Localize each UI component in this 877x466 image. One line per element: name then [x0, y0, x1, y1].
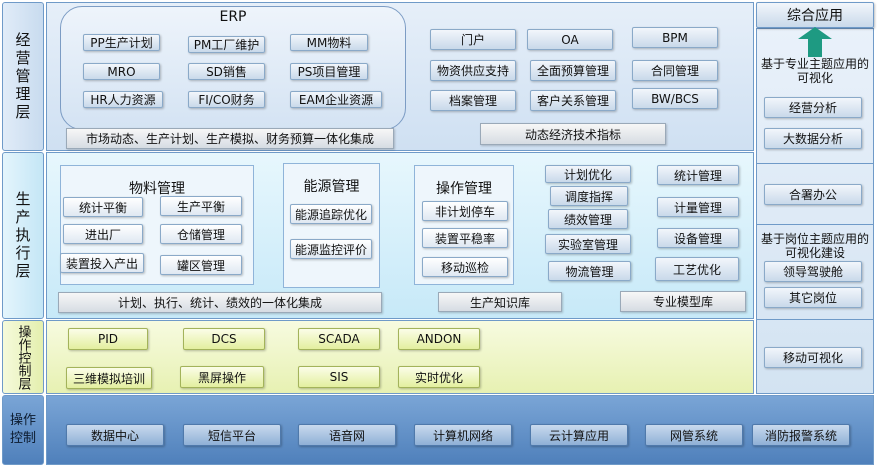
operation-item-mobile-inspection[interactable]: 移动巡检: [422, 257, 508, 277]
control-item-3d-training[interactable]: 三维模拟培训: [66, 367, 152, 389]
materials-title: 物料管理: [129, 181, 185, 197]
production-app-performance[interactable]: 绩效管理: [548, 209, 628, 229]
side-header: 综合应用: [756, 2, 874, 28]
erp-module-eam[interactable]: EAM企业资源: [290, 91, 382, 108]
side-mobile-viz[interactable]: 移动可视化: [764, 347, 862, 368]
erp-module-pm[interactable]: PM工厂维护: [188, 36, 265, 53]
erp-module-hr[interactable]: HR人力资源: [83, 91, 163, 108]
operation-mgmt-title: 操作管理: [436, 181, 492, 197]
operations-app-archive[interactable]: 档案管理: [430, 90, 516, 111]
production-app-process-optimization[interactable]: 工艺优化: [655, 257, 739, 281]
side-divider-2: [756, 224, 874, 225]
operations-app-contract[interactable]: 合同管理: [632, 60, 718, 81]
economic-indicators-strip: 动态经济技术指标: [480, 123, 666, 145]
production-app-laboratory[interactable]: 实验室管理: [545, 234, 631, 254]
operations-app-portal[interactable]: 门户: [430, 29, 516, 50]
control-item-scada[interactable]: SCADA: [298, 328, 380, 350]
infra-item-data-center[interactable]: 数据中心: [66, 424, 164, 446]
operation-item-stability[interactable]: 装置平稳率: [422, 228, 508, 248]
side-other-roles[interactable]: 其它岗位: [764, 287, 862, 308]
production-app-equipment[interactable]: 设备管理: [657, 228, 739, 248]
infra-item-network-management[interactable]: 网管系统: [645, 424, 743, 446]
production-app-statistics[interactable]: 统计管理: [657, 165, 739, 185]
operations-integration-strip: 市场动态、生产计划、生产模拟、财务预算一体化集成: [66, 128, 394, 149]
erp-module-mro[interactable]: MRO: [83, 63, 160, 80]
erp-title: ERP: [219, 9, 247, 25]
infra-item-sms[interactable]: 短信平台: [183, 424, 281, 446]
control-item-pid[interactable]: PID: [68, 328, 148, 350]
infra-item-voice[interactable]: 语音网: [298, 424, 396, 446]
materials-item-storage[interactable]: 仓储管理: [160, 224, 242, 244]
side-business-analysis[interactable]: 经营分析: [764, 97, 862, 118]
side-big-data[interactable]: 大数据分析: [764, 128, 862, 149]
side-topic-viz-text: 基于专业主题应用的可视化: [760, 57, 869, 85]
materials-item-statistics[interactable]: 统计平衡: [63, 197, 143, 217]
operation-item-unplanned-stop[interactable]: 非计划停车: [422, 201, 508, 221]
operations-app-material-supply[interactable]: 物资供应支持: [430, 60, 516, 81]
infra-item-cloud[interactable]: 云计算应用: [530, 424, 628, 446]
side-divider-1: [756, 163, 874, 164]
control-item-dcs[interactable]: DCS: [183, 328, 265, 350]
control-item-andon[interactable]: ANDON: [398, 328, 480, 350]
side-role-viz-text: 基于岗位主题应用的可视化建设: [760, 232, 869, 260]
operations-app-budget[interactable]: 全面预算管理: [530, 60, 616, 81]
up-arrow-icon: [798, 27, 832, 57]
infra-item-fire-alarm[interactable]: 消防报警系统: [752, 424, 850, 446]
erp-module-mm[interactable]: MM物料: [290, 34, 368, 51]
operations-app-bpm[interactable]: BPM: [632, 27, 718, 48]
production-app-metering[interactable]: 计量管理: [657, 197, 739, 217]
layer-label-control: 操作控制层: [2, 320, 44, 394]
materials-item-io-output[interactable]: 装置投入产出: [60, 253, 144, 273]
knowledge-base-strip: 生产知识库: [438, 292, 562, 312]
model-library-strip: 专业模型库: [620, 291, 746, 312]
production-app-plan-optimization[interactable]: 计划优化: [545, 165, 631, 183]
materials-item-production-balance[interactable]: 生产平衡: [160, 196, 242, 216]
infra-item-computer-network[interactable]: 计算机网络: [414, 424, 512, 446]
erp-module-sd[interactable]: SD销售: [188, 63, 265, 80]
side-divider-3: [756, 319, 874, 320]
control-item-sis[interactable]: SIS: [298, 366, 380, 388]
materials-item-in-out[interactable]: 进出厂: [63, 224, 143, 244]
energy-panel: [283, 163, 380, 288]
operations-app-bwbcs[interactable]: BW/BCS: [632, 88, 718, 109]
production-app-dispatch[interactable]: 调度指挥: [550, 186, 628, 206]
control-item-blackscreen[interactable]: 黑屏操作: [180, 366, 264, 388]
materials-item-tank-area[interactable]: 罐区管理: [160, 255, 242, 275]
control-item-realtime-optimization[interactable]: 实时优化: [398, 366, 480, 388]
side-leader-cockpit[interactable]: 领导驾驶舱: [764, 261, 862, 282]
erp-module-ps[interactable]: PS项目管理: [290, 63, 368, 80]
production-app-logistics[interactable]: 物流管理: [548, 261, 631, 281]
energy-title: 能源管理: [303, 179, 360, 195]
operations-app-oa[interactable]: OA: [527, 29, 613, 50]
layer-label-infrastructure: 操作控制: [2, 395, 44, 465]
energy-item-monitoring[interactable]: 能源监控评价: [290, 239, 372, 259]
layer-label-production: 生产执行层: [2, 152, 44, 319]
erp-module-fico[interactable]: FI/CO财务: [188, 91, 265, 108]
erp-module-pp[interactable]: PP生产计划: [83, 34, 160, 51]
side-joint-office[interactable]: 合署办公: [764, 184, 862, 205]
layer-label-operations: 经营管理层: [2, 2, 44, 151]
production-integration-strip: 计划、执行、统计、绩效的一体化集成: [58, 292, 382, 313]
operations-app-crm[interactable]: 客户关系管理: [530, 90, 616, 111]
energy-item-tracking[interactable]: 能源追踪优化: [290, 204, 372, 224]
